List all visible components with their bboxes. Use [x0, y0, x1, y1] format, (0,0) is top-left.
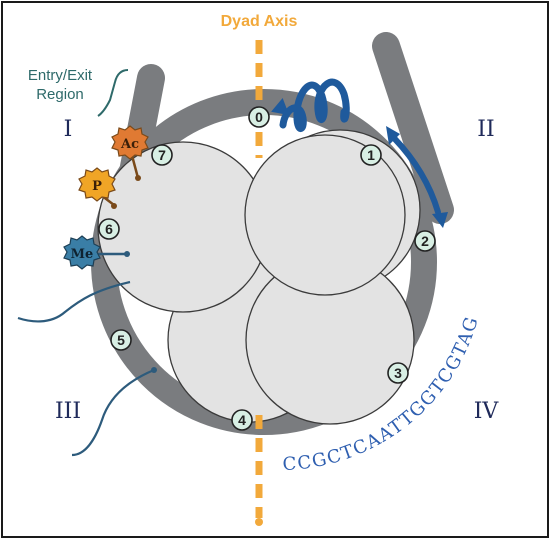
histone-lobe-upper-left — [97, 141, 269, 313]
phospho-badge — [78, 167, 116, 202]
svg-text:0: 0 — [255, 109, 263, 125]
position-marker-6: 6 — [98, 218, 120, 240]
methyl-badge — [63, 235, 101, 270]
acetyl-badge — [111, 125, 149, 160]
entry-exit-label-line1: Entry/Exit — [28, 67, 93, 84]
quadrant-label-iv: IV — [474, 399, 500, 424]
histone-lobe-upper-right-front — [244, 134, 406, 296]
double-arrow-shaft — [391, 135, 441, 215]
quadrant-label-iii: III — [55, 399, 81, 424]
quadrant-label-i: I — [64, 117, 73, 142]
position-marker-7: 7 — [151, 144, 173, 166]
position-marker-5: 5 — [110, 329, 132, 351]
svg-text:1: 1 — [367, 147, 375, 163]
dna-arm-right — [372, 32, 454, 224]
entry-exit-bracket — [97, 69, 129, 117]
entry-exit-label-line2: Region — [36, 86, 84, 103]
position-marker-2: 2 — [414, 230, 436, 252]
position-marker-0: 0 — [248, 106, 270, 128]
position-marker-3: 3 — [387, 362, 409, 384]
methyl-modification: Me — [63, 235, 130, 270]
position-marker-1: 1 — [360, 144, 382, 166]
histone-core — [97, 129, 421, 425]
spiral-arrow — [279, 78, 350, 132]
svg-text:4: 4 — [238, 412, 246, 428]
svg-text:3: 3 — [394, 365, 402, 381]
dyad-axis-label: Dyad Axis — [221, 13, 298, 30]
spiral-arrowhead — [271, 97, 290, 116]
histone-tail-bottom-end — [151, 367, 157, 373]
dyad-axis-end-dot — [255, 518, 263, 526]
position-marker-4: 4 — [231, 409, 253, 431]
phospho-modification: P — [78, 167, 117, 209]
svg-text:6: 6 — [105, 221, 113, 237]
double-arrow-head-bottom — [432, 212, 448, 228]
methyl-label: Me — [71, 247, 94, 262]
histone-tail-left — [17, 280, 131, 323]
acetyl-modification: Ac — [111, 125, 149, 181]
svg-text:5: 5 — [117, 332, 125, 348]
acetyl-label: Ac — [120, 137, 139, 152]
svg-text:7: 7 — [158, 147, 166, 163]
double-arrow-head-top — [386, 126, 400, 145]
histone-tail-bottom — [71, 368, 155, 457]
svg-text:2: 2 — [421, 233, 429, 249]
quadrant-label-ii: II — [477, 117, 494, 142]
position-markers: 0 1 2 3 4 5 6 7 — [98, 106, 436, 431]
phospho-label: P — [92, 179, 102, 194]
dna-ring — [91, 89, 437, 435]
